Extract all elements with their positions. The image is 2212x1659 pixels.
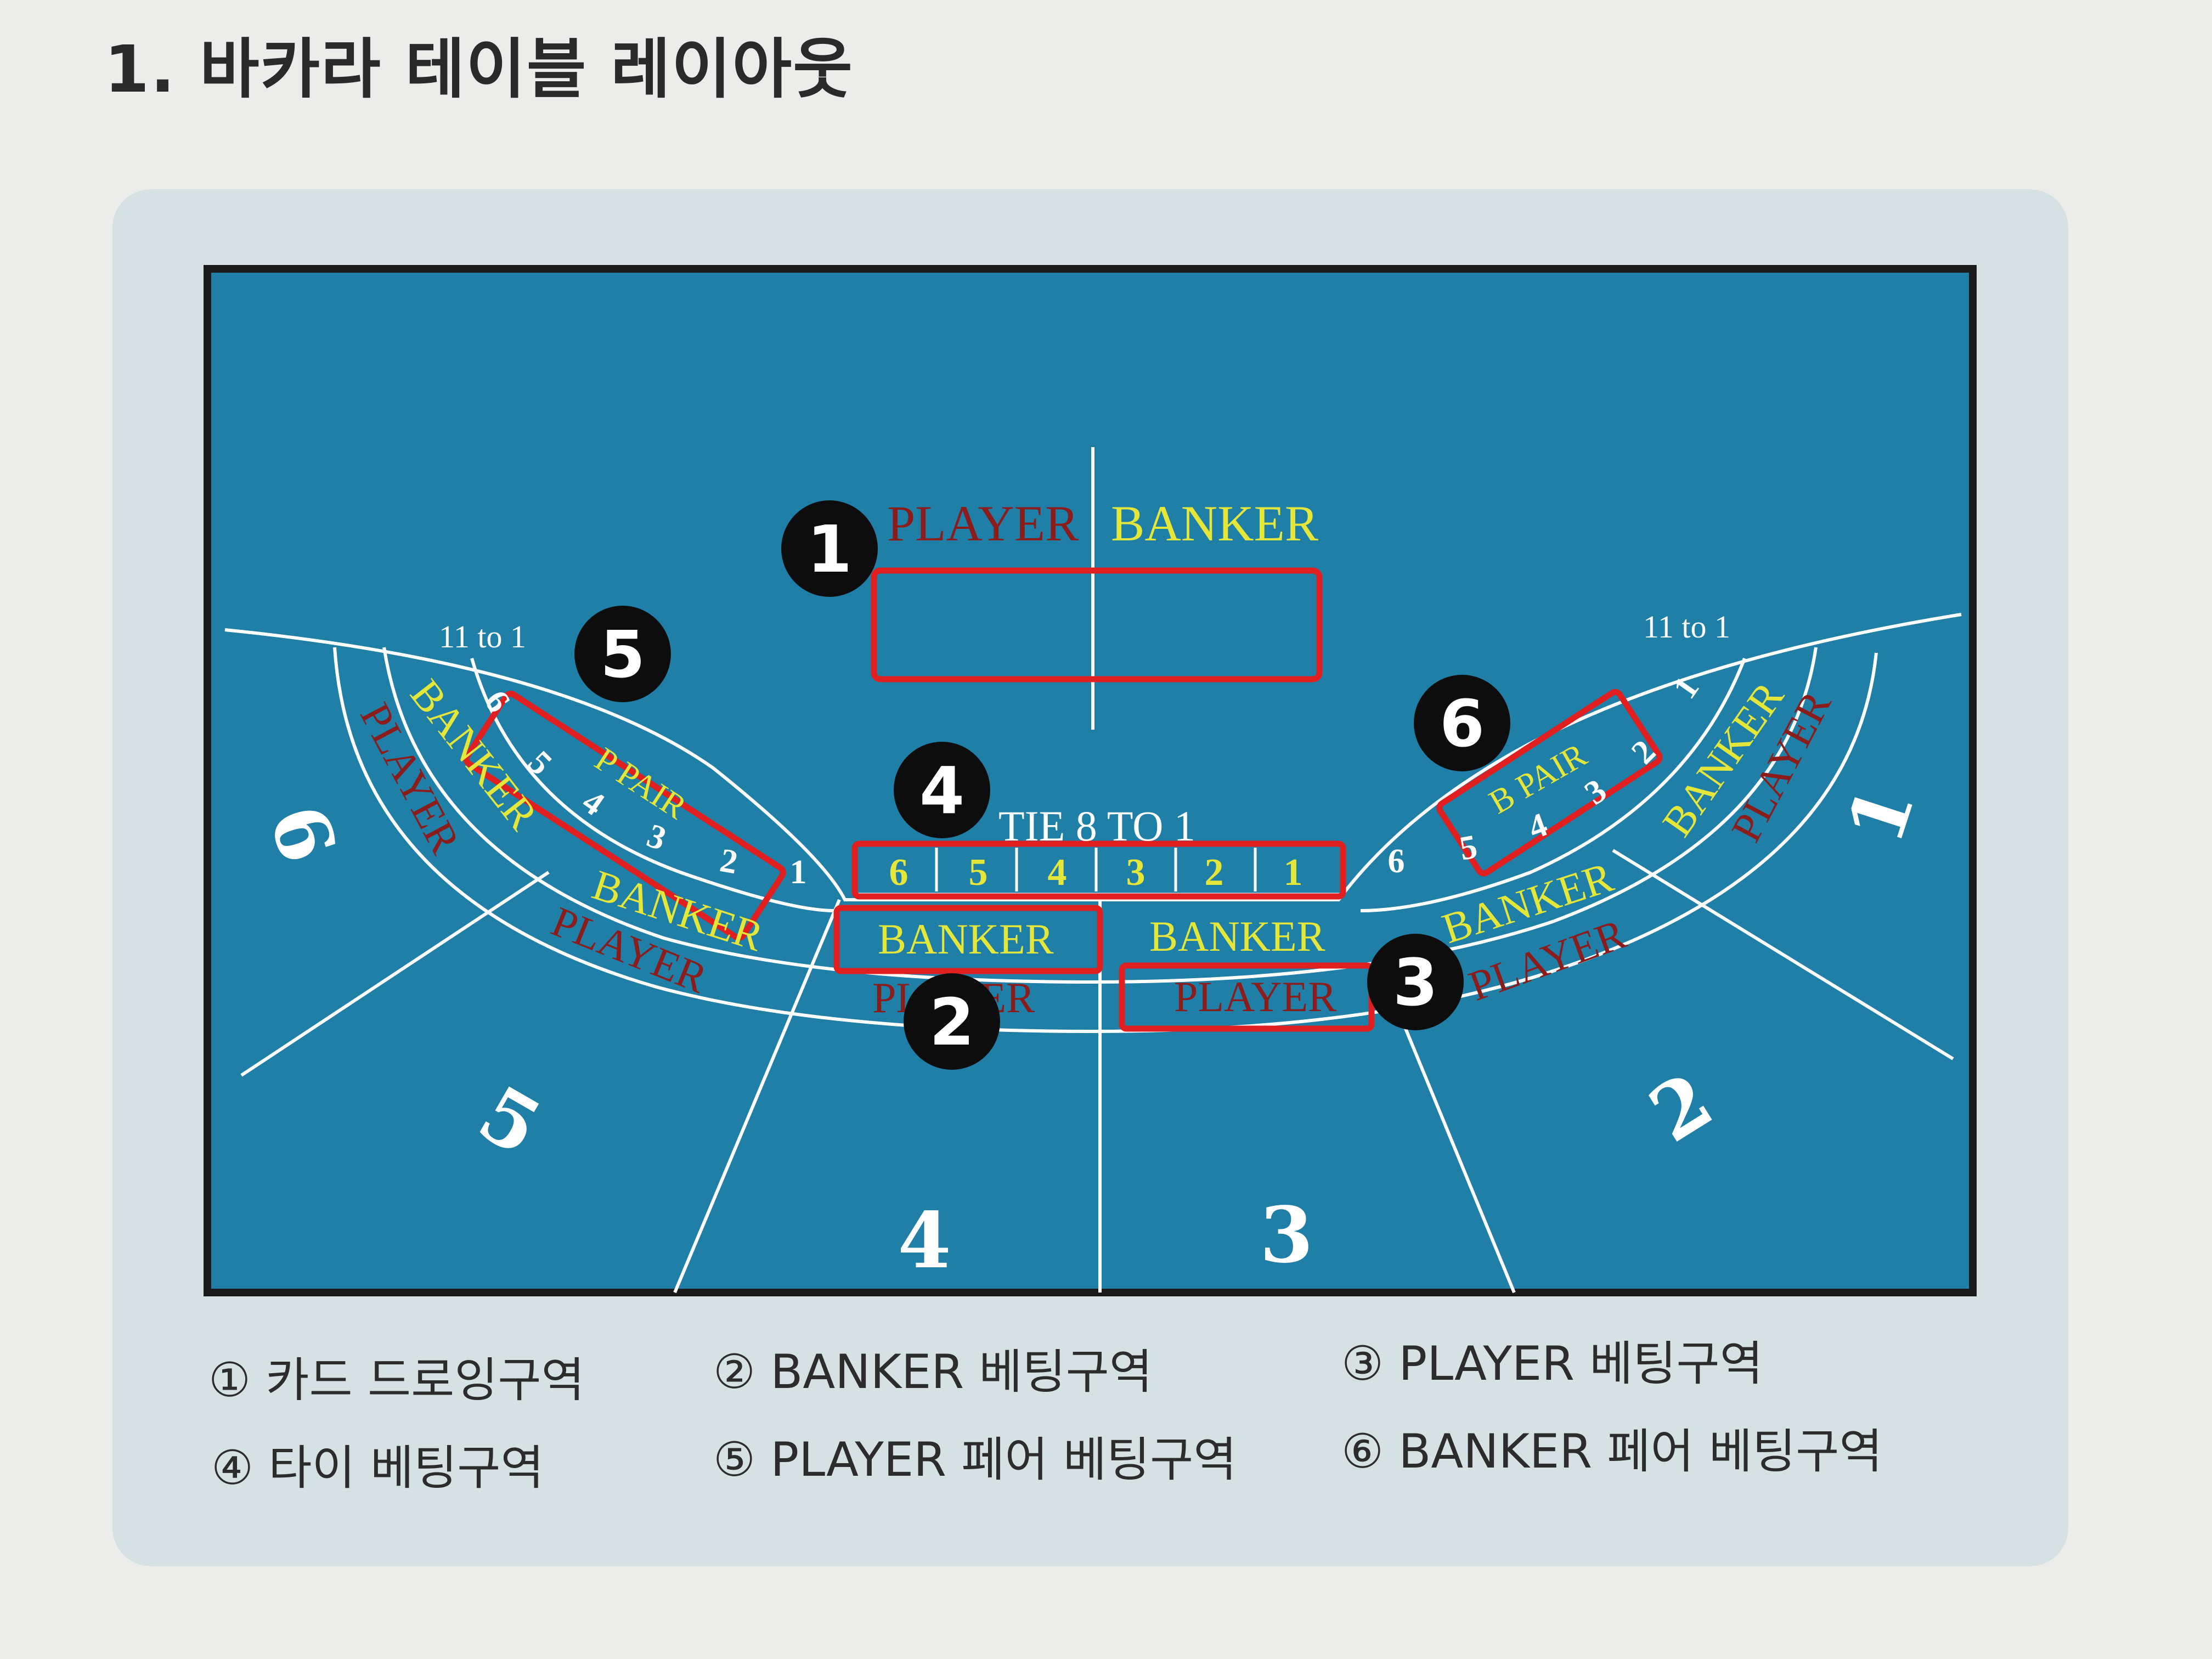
highlight-banker xyxy=(833,905,1103,974)
arc-2 xyxy=(382,647,1818,984)
highlight-b-pair xyxy=(1436,689,1663,877)
highlight-p-pair xyxy=(463,691,786,941)
tie-number: 4 xyxy=(1048,851,1067,894)
seat-divider-6-5 xyxy=(240,871,550,1077)
marker-6-label: 6 xyxy=(1440,686,1485,761)
table-felt xyxy=(204,265,1977,1296)
marker-2-label: 2 xyxy=(929,984,974,1060)
marker-4-label: 4 xyxy=(919,753,964,828)
arc-1 xyxy=(333,647,1878,1034)
left-odds-label: 11 to 1 xyxy=(439,619,526,654)
seat-4: 4 xyxy=(898,1196,951,1286)
tie-number: 6 xyxy=(889,851,909,894)
top-banker-label: BANKER xyxy=(1111,495,1319,551)
seat-3: 3 xyxy=(1260,1190,1313,1280)
legend-item-1: ① 카드 드로잉구역 xyxy=(208,1353,585,1408)
betting-arcs xyxy=(224,613,1962,1294)
tie-dividers xyxy=(935,848,1257,891)
center-banker-left: BANKER xyxy=(878,915,1054,963)
arc-4 xyxy=(1360,657,1746,912)
center-banker-right: BANKER xyxy=(1149,912,1325,960)
highlight-card-drawing xyxy=(871,567,1323,682)
legend-item-2: ② BANKER 베팅구역 xyxy=(713,1345,1153,1400)
marker-6-icon: 6 xyxy=(1414,675,1510,771)
legend-item-5: ⑤ PLAYER 페어 베팅구역 xyxy=(713,1432,1237,1487)
highlight-tie xyxy=(851,840,1346,900)
marker-1-label: 1 xyxy=(807,511,852,587)
legend-item-3: ③ PLAYER 베팅구역 xyxy=(1341,1336,1763,1391)
highlight-boxes xyxy=(463,567,1663,1032)
right-odds-label: 11 to 1 xyxy=(1643,609,1730,645)
arc-3 xyxy=(470,658,834,912)
pair-number: 1 xyxy=(790,854,807,891)
legend-item-6: ⑥ BANKER 페어 베팅구역 xyxy=(1341,1424,1883,1479)
marker-5-icon: 5 xyxy=(574,606,671,702)
tie-number: 5 xyxy=(969,851,988,894)
seat-divider-2-1 xyxy=(1612,849,1954,1060)
tie-number: 3 xyxy=(1126,851,1146,894)
center-player-right: PLAYER xyxy=(1174,973,1336,1020)
marker-2-icon: 2 xyxy=(904,973,1000,1070)
marker-3-label: 3 xyxy=(1393,945,1438,1020)
marker-5-label: 5 xyxy=(600,617,645,692)
seat-divider-3-2 xyxy=(1403,1025,1516,1294)
tie-numbers: 6 5 4 3 2 1 xyxy=(889,851,1303,894)
tie-number: 2 xyxy=(1205,851,1224,894)
marker-3-icon: 3 xyxy=(1367,934,1464,1030)
top-player-label: PLAYER xyxy=(887,495,1079,551)
pair-number: 6 xyxy=(1388,843,1405,880)
seat-divider-5-4 xyxy=(673,899,841,1294)
marker-1-icon: 1 xyxy=(781,500,878,597)
tie-number: 1 xyxy=(1284,851,1303,894)
zone-markers: 1 2 3 4 5 6 xyxy=(574,500,1510,1070)
page-title: 1. 바카라 테이블 레이아웃 xyxy=(104,31,854,107)
tie-label: TIE 8 TO 1 xyxy=(998,802,1195,850)
legend-item-4: ④ 타이 베팅구역 xyxy=(211,1441,544,1496)
marker-4-icon: 4 xyxy=(894,742,990,838)
